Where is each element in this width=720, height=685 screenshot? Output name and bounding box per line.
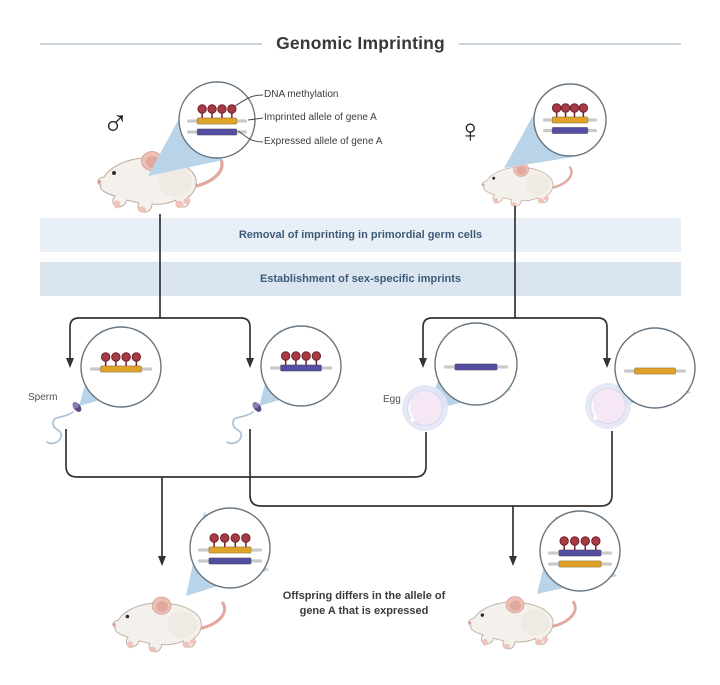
arrowhead-offspring-right	[509, 556, 517, 566]
male-branch	[69, 317, 251, 359]
female-symbol: ♀	[458, 112, 483, 149]
caption-line-1: Offspring differs in the allele of	[282, 590, 446, 602]
title-rule-left	[40, 42, 263, 45]
title-row: Genomic Imprinting	[0, 33, 720, 54]
dna-detail-female-parent	[543, 103, 597, 134]
pointer-imprinted-allele	[247, 117, 264, 121]
legend-expressed-allele: Expressed allele of gene A	[264, 136, 383, 147]
arrowhead-egg-left	[419, 358, 427, 368]
cross-bracket-right	[249, 429, 613, 507]
dna-detail-sperm-left	[90, 352, 152, 373]
dna-detail-egg-right	[624, 367, 686, 375]
arrowhead-offspring-left	[158, 556, 166, 566]
arrowhead-egg-right	[603, 358, 611, 368]
sperm-cell-left	[46, 402, 82, 445]
male-symbol: ♂	[102, 101, 129, 142]
sperm-cell-right	[226, 402, 262, 445]
flow-arrows	[65, 206, 613, 566]
offspring-right-mouse	[467, 595, 577, 651]
dna-detail-offspring-right	[548, 536, 612, 568]
egg-cell-left	[402, 385, 448, 431]
offspring-left-mouse	[111, 595, 227, 654]
female-parent-mouse	[480, 161, 573, 208]
figure-title: Genomic Imprinting	[276, 33, 445, 53]
band-removal-of-imprinting: Removal of imprinting in primordial germ…	[40, 218, 681, 252]
caption-line-2: gene A that is expressed	[299, 605, 429, 617]
dna-detail-male-parent	[187, 104, 247, 136]
offspring-caption: Offspring differs in the allele of gene …	[258, 589, 470, 619]
pointer-expressed-allele	[237, 130, 264, 143]
sperm-label: Sperm	[28, 392, 58, 403]
arrowhead-sperm-left	[66, 358, 74, 368]
legend-imprinted-allele: Imprinted allele of gene A	[264, 112, 377, 123]
dna-detail-offspring-left	[198, 533, 262, 565]
legend-dna-methylation: DNA methylation	[264, 89, 339, 100]
band-establishment-of-imprints: Establishment of sex-specific imprints	[40, 262, 681, 296]
female-branch	[422, 317, 608, 359]
dna-detail-egg-left	[444, 363, 508, 371]
legend-pointers	[234, 94, 264, 143]
egg-label: Egg	[383, 394, 401, 405]
arrowhead-sperm-right	[246, 358, 254, 368]
pointer-dna-methylation	[234, 94, 264, 107]
cross-bracket-left	[65, 429, 427, 478]
title-rule-right	[458, 42, 682, 45]
dna-detail-sperm-right	[270, 351, 332, 372]
egg-cell-right	[585, 383, 631, 429]
